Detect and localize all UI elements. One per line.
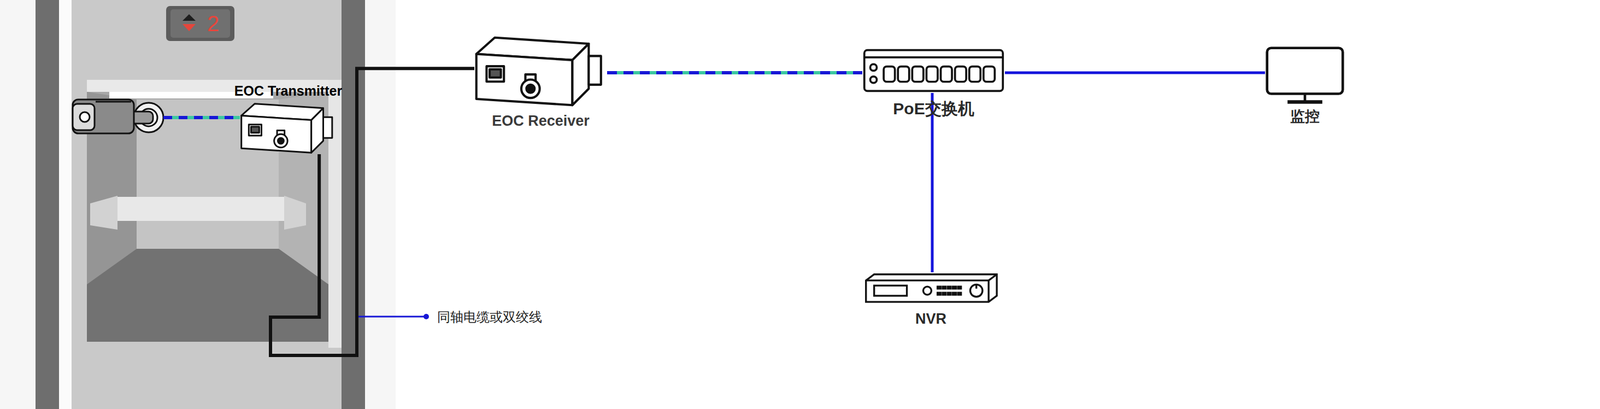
connector-stroke: [1004, 71, 1266, 75]
receiver-device-outline: [474, 35, 608, 108]
transmitter-device-outline: [239, 102, 337, 155]
callout-label: 同轴电缆或双绞线: [437, 309, 543, 325]
network-cable: [932, 92, 933, 273]
camera-cable: [163, 115, 240, 120]
handrail: [117, 196, 285, 221]
floor-indicator-screen: [170, 9, 231, 38]
nvr-recorder: NVR: [863, 272, 998, 328]
floor-indicator: [166, 6, 235, 41]
device-label: 监控: [1290, 108, 1320, 126]
network-cable: [1004, 72, 1266, 74]
shaft-wall: [341, 0, 366, 409]
connector-stroke: [607, 71, 863, 75]
poe-switch: PoE交换机: [862, 48, 1005, 119]
transmitter-device: EOC Transmitter: [234, 83, 343, 155]
device-label: NVR: [915, 310, 947, 328]
camera: [72, 99, 164, 134]
poe-switch-outline: [862, 48, 1005, 93]
device-label: EOC Receiver: [491, 112, 590, 130]
up-arrow: [182, 14, 196, 21]
car-floor: [86, 248, 329, 342]
monitor-outline: [1265, 45, 1345, 105]
device-label: PoE交换机: [892, 99, 974, 119]
transmitter-device-icon: [239, 102, 337, 155]
receiver-device-icon: [474, 35, 608, 108]
door-frame: [59, 0, 72, 409]
leader-line: [356, 315, 428, 318]
shaft-wall: [35, 0, 60, 409]
nvr-recorder-outline: [863, 272, 998, 303]
receiver-device: EOC Receiver: [474, 35, 608, 130]
shaft-interior: [71, 0, 342, 409]
handrail-bracket: [284, 195, 307, 230]
down-arrow: [182, 24, 196, 32]
floor-number: 2: [207, 10, 220, 37]
nvr-recorder-icon: [863, 272, 998, 303]
monitor-icon: [1265, 45, 1345, 105]
camera-cable: [163, 115, 240, 120]
device-label: EOC Transmitter: [234, 83, 343, 99]
leader-dot: [423, 313, 429, 320]
connector-stroke: [607, 71, 863, 75]
monitor: 监控: [1265, 45, 1345, 126]
connector-stroke: [931, 92, 934, 273]
handrail-bracket: [90, 195, 118, 230]
poe-switch-icon: [862, 48, 1005, 93]
network-cable: [607, 72, 863, 74]
shaft-ground: [0, 0, 396, 409]
